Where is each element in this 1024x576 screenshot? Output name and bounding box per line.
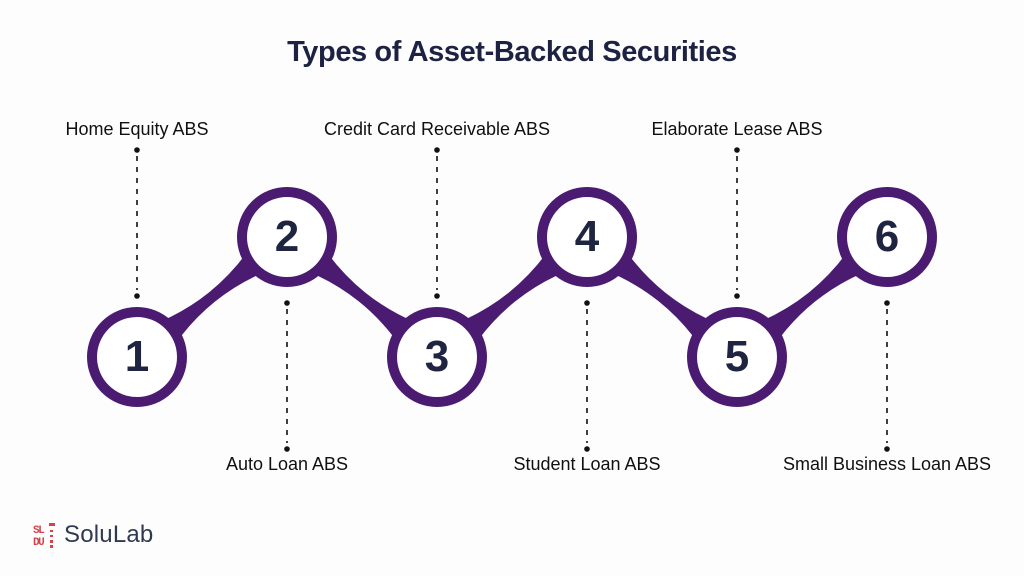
solulab-logomark-icon: SL DU — [33, 522, 55, 549]
svg-text:DU: DU — [33, 537, 44, 549]
step-number: 2 — [274, 212, 300, 261]
step-number: 4 — [574, 212, 600, 261]
step-number: 5 — [724, 332, 750, 381]
leader-dot — [584, 300, 590, 306]
step-number: 1 — [124, 332, 150, 381]
leader-dot — [434, 293, 440, 299]
step-number: 3 — [424, 332, 450, 381]
svg-text:SL: SL — [33, 525, 45, 537]
label-home-equity-abs: Home Equity ABS — [65, 119, 209, 139]
step-circle-4: 4 — [537, 187, 637, 287]
leader-dot — [284, 300, 290, 306]
leader-dot — [284, 446, 290, 452]
step-number: 6 — [874, 212, 900, 261]
step-circle-6: 6 — [837, 187, 937, 287]
solulab-logo: SL DU SoluLab — [33, 521, 153, 549]
label-auto-loan-abs: Auto Loan ABS — [225, 454, 349, 474]
leader-dot — [434, 147, 440, 153]
leader-dot — [734, 293, 740, 299]
page-title: Types of Asset-Backed Securities — [287, 36, 737, 68]
step-circle-3: 3 — [387, 307, 487, 407]
label-elaborate-lease-abs: Elaborate Lease ABS — [651, 119, 823, 139]
step-circle-2: 2 — [237, 187, 337, 287]
leader-dot — [134, 147, 140, 153]
leader-dot — [134, 293, 140, 299]
leader-dot — [734, 147, 740, 153]
label-small-business-loan-abs: Small Business Loan ABS — [782, 454, 992, 474]
label-credit-card-receivable-abs: Credit Card Receivable ABS — [323, 119, 551, 139]
leader-dot — [584, 446, 590, 452]
leader-dot — [884, 446, 890, 452]
step-circle-1: 1 — [87, 307, 187, 407]
leader-dot — [884, 300, 890, 306]
solulab-wordmark: SoluLab — [64, 521, 154, 548]
label-student-loan-abs: Student Loan ABS — [513, 454, 661, 474]
step-circle-5: 5 — [687, 307, 787, 407]
